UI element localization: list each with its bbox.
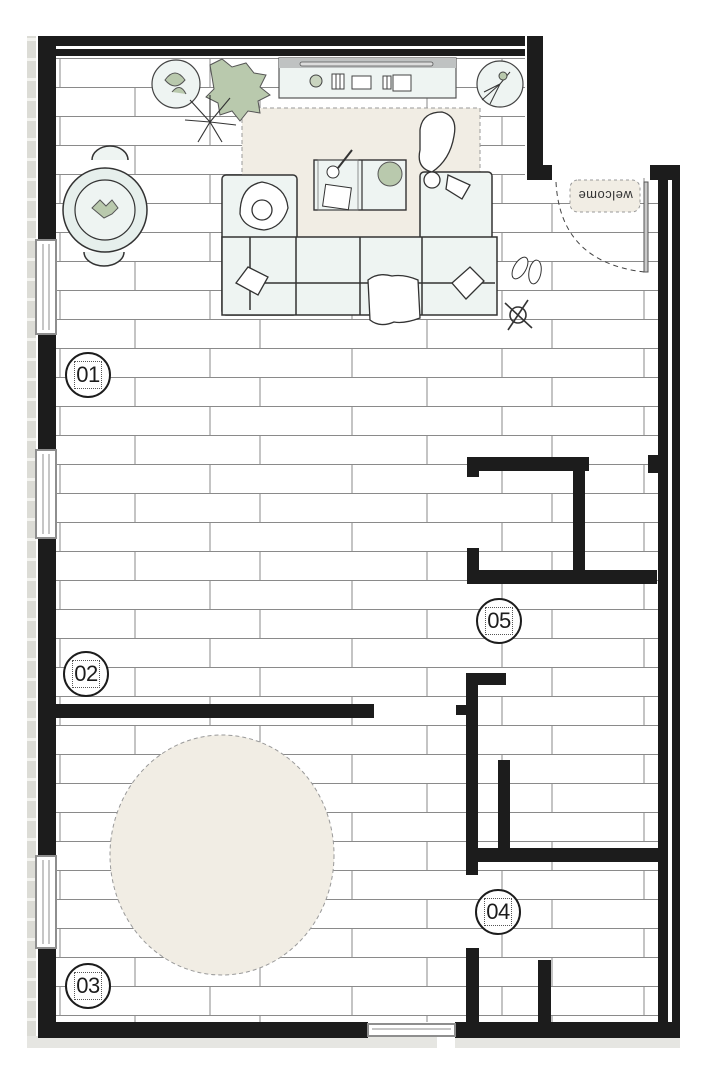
tv-media-console bbox=[278, 57, 457, 99]
exterior-sill bbox=[27, 36, 680, 1048]
floor-lamp-icon bbox=[504, 299, 533, 331]
room-label-03: 03 bbox=[65, 963, 111, 1009]
large-plant-icon bbox=[184, 58, 271, 143]
window-left-bedroom[interactable] bbox=[35, 855, 57, 949]
welcome-mat bbox=[569, 179, 641, 213]
room-label-05: 05 bbox=[476, 598, 522, 644]
room-label-02: 02 bbox=[63, 651, 109, 697]
room-label-04: 04 bbox=[475, 889, 521, 935]
slippers-icon bbox=[511, 256, 542, 285]
room-label-01: 01 bbox=[65, 352, 111, 398]
room-number: 02 bbox=[74, 661, 98, 686]
coffee-table bbox=[313, 149, 407, 211]
room-number: 05 bbox=[487, 608, 511, 633]
walls bbox=[38, 36, 680, 1038]
room-number: 04 bbox=[486, 899, 510, 924]
throw-blanket bbox=[367, 274, 421, 326]
books-icon bbox=[331, 73, 412, 92]
throw-pillow-icon bbox=[235, 266, 485, 300]
room-number: 01 bbox=[76, 362, 100, 387]
room-number: 03 bbox=[76, 973, 100, 998]
bedroom-rug bbox=[109, 734, 335, 976]
window-left-kitchen[interactable] bbox=[35, 449, 57, 539]
person-standing-icon bbox=[418, 111, 471, 200]
window-bottom-bedroom[interactable] bbox=[367, 1023, 456, 1037]
window-left-dining[interactable] bbox=[35, 239, 57, 335]
decor-object-icon bbox=[309, 74, 323, 88]
entry-door[interactable] bbox=[555, 181, 649, 273]
dining-set bbox=[62, 145, 148, 267]
corner-plant-icon bbox=[476, 60, 524, 108]
succulent-icon bbox=[377, 161, 403, 187]
plant-pot-icon bbox=[151, 59, 201, 109]
person-seated-icon bbox=[239, 181, 289, 231]
welcome-mat-text: welcome bbox=[578, 188, 633, 203]
